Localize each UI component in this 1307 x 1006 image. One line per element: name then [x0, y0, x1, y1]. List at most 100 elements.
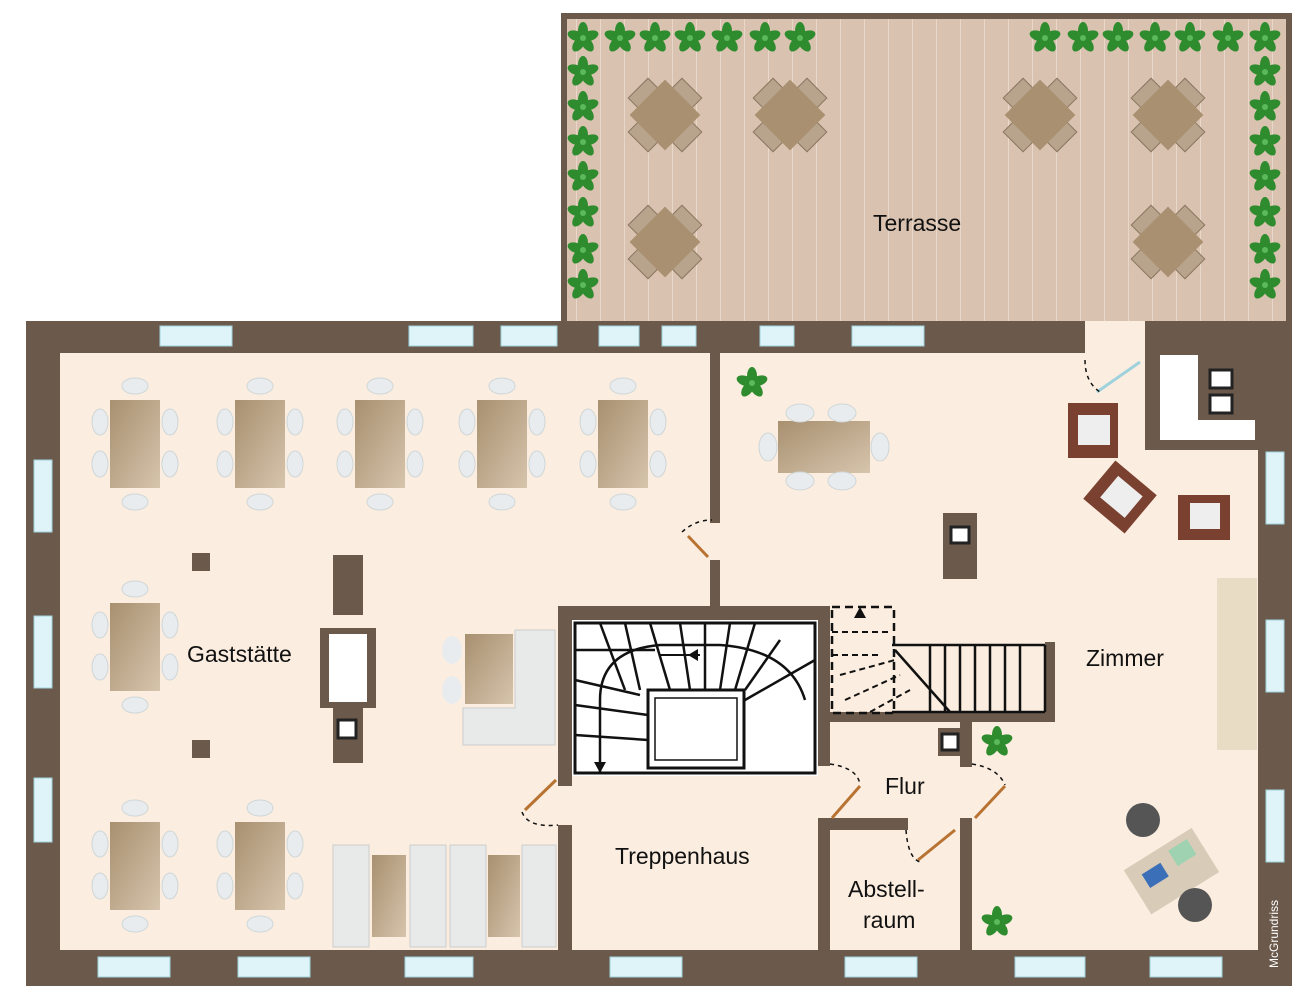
table-top: [598, 400, 648, 488]
small-staircase: [830, 605, 1047, 756]
chair: [649, 450, 667, 478]
plant-icon: [981, 906, 1013, 936]
plant-icon: [567, 126, 599, 156]
chair: [458, 450, 476, 478]
plant-icon: [1249, 197, 1281, 227]
plant-icon: [1139, 22, 1171, 52]
room-label-treppenhaus: Treppenhaus: [615, 843, 750, 869]
chair: [121, 696, 149, 714]
terrace-table: [752, 77, 828, 153]
table-top: [1132, 206, 1204, 278]
restaurant-table: [216, 799, 304, 933]
doors: [523, 360, 1141, 862]
chair: [121, 915, 149, 933]
chair: [216, 830, 234, 858]
plant-icon: [567, 56, 599, 86]
chair: [121, 580, 149, 598]
chair: [161, 830, 179, 858]
table-top: [477, 400, 527, 488]
plant-icon: [1249, 269, 1281, 299]
chair: [366, 377, 394, 395]
chair: [286, 408, 304, 436]
room-label-zimmer: Zimmer: [1086, 645, 1164, 671]
plant-icon: [1067, 22, 1099, 52]
plant-icon: [567, 197, 599, 227]
plant-icon: [749, 22, 781, 52]
chair: [579, 408, 597, 436]
chair: [216, 872, 234, 900]
door-swings: [521, 359, 1101, 863]
chair: [91, 653, 109, 681]
table-top: [629, 206, 701, 278]
plant-icon: [567, 91, 599, 121]
table-top: [110, 822, 160, 910]
chair: [528, 408, 546, 436]
chair: [406, 450, 424, 478]
restaurant-table: [336, 377, 424, 511]
chair: [336, 450, 354, 478]
plant-icon: [567, 269, 599, 299]
chair: [121, 493, 149, 511]
plant-icon: [1029, 22, 1061, 52]
plant-icon: [1249, 56, 1281, 86]
zimmer-furniture: [758, 403, 1257, 922]
restaurant-table: [91, 377, 179, 511]
table-top: [355, 400, 405, 488]
table-top: [235, 822, 285, 910]
plant-icon: [639, 22, 671, 52]
chair: [246, 799, 274, 817]
chair: [121, 377, 149, 395]
plant-icon: [567, 234, 599, 264]
staircase: [572, 620, 818, 776]
chair: [488, 493, 516, 511]
plant-icon: [981, 726, 1013, 756]
restaurant-table: [458, 377, 546, 511]
room-label-gaststaette: Gaststätte: [187, 641, 292, 667]
plant-icon: [674, 22, 706, 52]
chair: [91, 408, 109, 436]
chair: [161, 872, 179, 900]
chair: [91, 611, 109, 639]
chair: [336, 408, 354, 436]
chair: [161, 653, 179, 681]
chair: [286, 830, 304, 858]
terrace-table: [1002, 77, 1078, 153]
chair: [121, 799, 149, 817]
plant-icon: [1249, 22, 1281, 52]
chair: [286, 872, 304, 900]
restaurant-table: [91, 799, 179, 933]
chair: [458, 408, 476, 436]
watermark: McGrundriss: [1267, 900, 1281, 968]
room-label-abstellraum-1: Abstell-: [848, 876, 925, 902]
terrace-table: [627, 77, 703, 153]
chair: [649, 408, 667, 436]
room-label-abstellraum-2: raum: [863, 907, 915, 933]
plant-icon: [1212, 22, 1244, 52]
chair: [579, 450, 597, 478]
plant-icon: [1102, 22, 1134, 52]
plants: [567, 22, 1281, 936]
terrace-table: [1130, 204, 1206, 280]
terrace: [561, 13, 1292, 351]
restaurant-tables: [91, 377, 667, 933]
chair: [91, 872, 109, 900]
chair: [91, 830, 109, 858]
chair: [161, 408, 179, 436]
chair: [161, 611, 179, 639]
plant-icon: [1249, 161, 1281, 191]
plant-icon: [784, 22, 816, 52]
chair: [246, 493, 274, 511]
plant-icon: [567, 161, 599, 191]
chair: [246, 377, 274, 395]
table-top: [110, 400, 160, 488]
plant-icon: [1249, 91, 1281, 121]
plant-icon: [1249, 126, 1281, 156]
table-top: [235, 400, 285, 488]
chair: [488, 377, 516, 395]
terrace-table: [1130, 77, 1206, 153]
chair: [366, 493, 394, 511]
room-label-terrasse: Terrasse: [873, 210, 961, 236]
chair: [609, 493, 637, 511]
restaurant-table: [579, 377, 667, 511]
